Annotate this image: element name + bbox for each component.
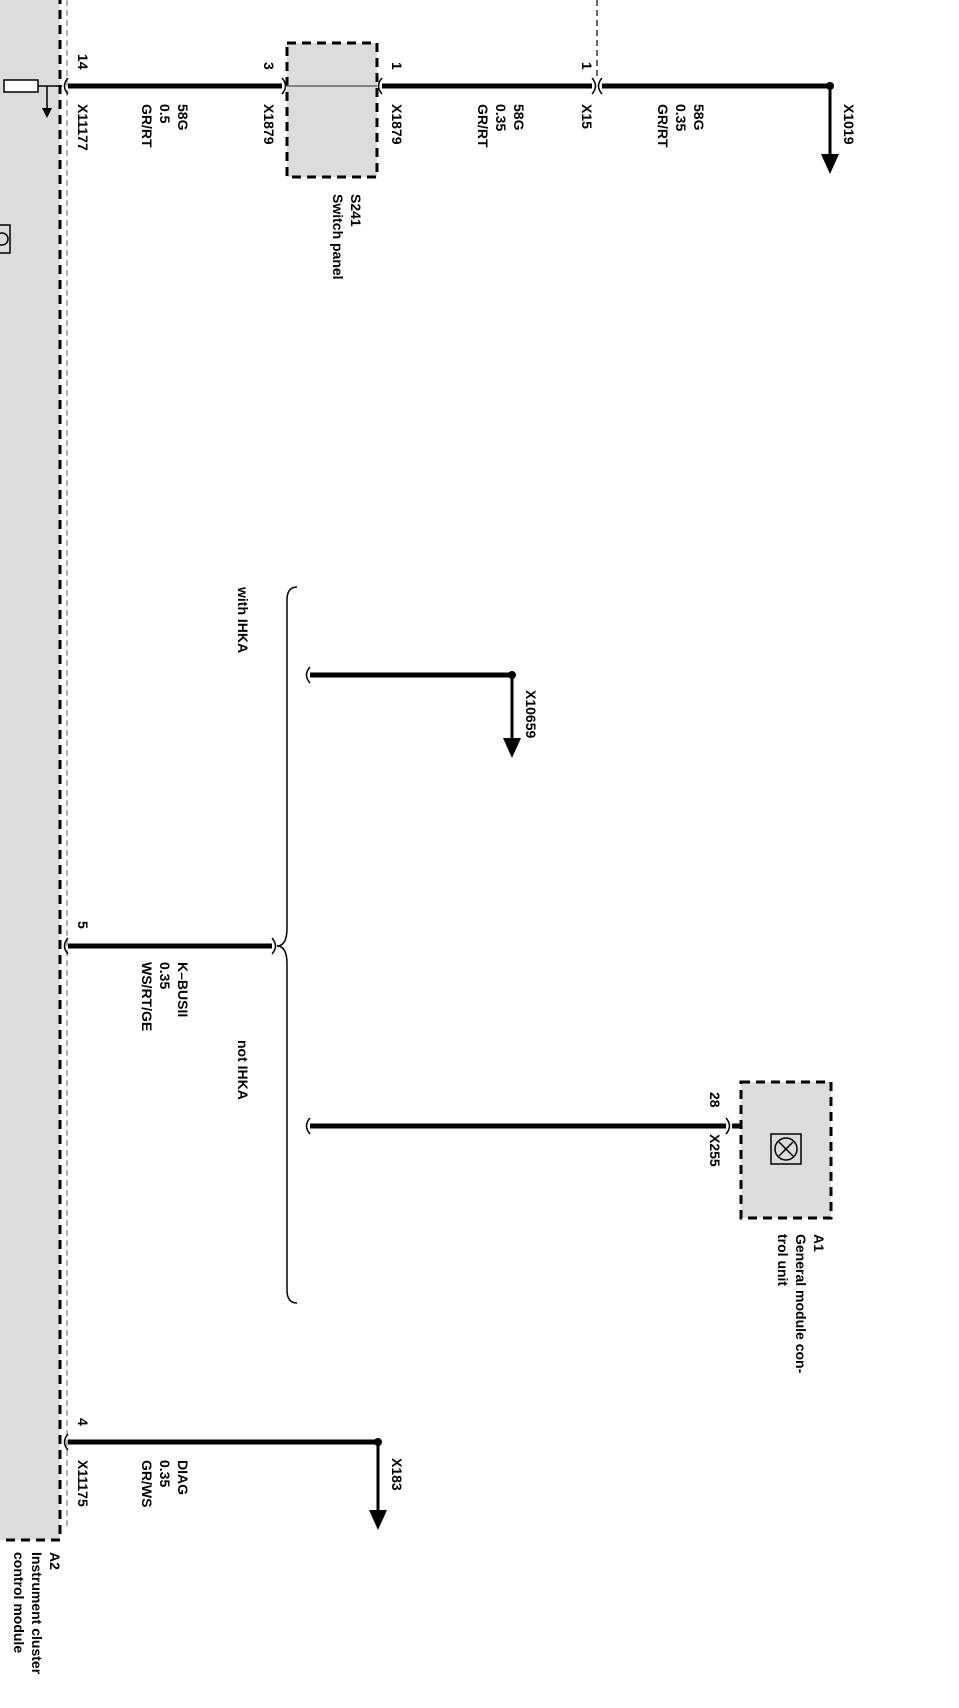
- x1019-arrow-head: [821, 154, 839, 174]
- wire-label-w1: 58G 0.5 GR/RT: [139, 104, 191, 148]
- connector-hook-s241-1: [377, 77, 383, 95]
- svg-text:Switch panel: Switch panel: [330, 194, 346, 280]
- svg-text:General module con-: General module con-: [793, 1234, 809, 1374]
- connector-hook-a2-4: [63, 1433, 69, 1451]
- pin-s241-3: 3: [261, 62, 277, 70]
- a2-instrument-cluster-box: [0, 0, 62, 1542]
- label-x1879-left: X1879: [261, 104, 277, 145]
- option-with-ihka: with IHKA: [235, 586, 251, 653]
- svg-text:S241: S241: [348, 194, 364, 227]
- svg-text:58G: 58G: [511, 104, 527, 131]
- label-x11177: X11177: [75, 104, 91, 151]
- label-x10659: X10659: [523, 690, 539, 738]
- svg-text:0.35: 0.35: [157, 1460, 173, 1487]
- svg-text:Instrument cluster: Instrument cluster: [29, 1552, 45, 1675]
- label-x183: X183: [389, 1458, 405, 1491]
- svg-text:0.5: 0.5: [157, 104, 173, 124]
- x10659-arrow-head: [503, 738, 521, 758]
- label-x255: X255: [707, 1134, 723, 1167]
- connector-hook-s241-3: [281, 77, 287, 95]
- svg-text:A2: A2: [47, 1552, 63, 1570]
- a2-label: A2 Instrument cluster control module: [11, 1552, 63, 1675]
- wire-label-w4: K–BUSII 0.35 WS/RT/GE: [139, 962, 191, 1031]
- svg-text:0.35: 0.35: [157, 962, 173, 989]
- label-x1019: X1019: [841, 104, 857, 145]
- connector-hook-x15-left: [591, 77, 597, 95]
- pin-x15-1: 1: [579, 62, 595, 70]
- wire-label-w5: DIAG 0.35 GR/WS: [139, 1460, 191, 1507]
- svg-text:DIAG: DIAG: [175, 1460, 191, 1495]
- svg-text:trol unit: trol unit: [775, 1234, 791, 1286]
- a1-device-icon: [770, 1133, 802, 1165]
- connector-hook-a2-14: [63, 77, 69, 95]
- svg-text:GR/RT: GR/RT: [655, 104, 671, 148]
- svg-text:GR/RT: GR/RT: [139, 104, 155, 148]
- option-not-ihka: not IHKA: [235, 1040, 251, 1100]
- x183-arrow-head: [369, 1510, 387, 1530]
- svg-text:K–BUSII: K–BUSII: [175, 962, 191, 1017]
- connector-hook-x15-right: [597, 77, 603, 95]
- connector-hook-not-ihka: [305, 1117, 311, 1135]
- connector-hook-with-ihka: [305, 666, 311, 684]
- pin-a1-28: 28: [707, 1092, 723, 1108]
- pin-s241-1: 1: [389, 62, 405, 70]
- label-x11175: X11175: [75, 1460, 91, 1507]
- wire-label-w3: 58G 0.35 GR/RT: [655, 104, 707, 148]
- svg-text:0.35: 0.35: [673, 104, 689, 131]
- pin-a2-4: 4: [75, 1418, 91, 1426]
- svg-text:GR/RT: GR/RT: [475, 104, 491, 148]
- s241-switch-panel-box: [285, 41, 379, 179]
- label-x1879-right: X1879: [389, 104, 405, 145]
- label-x15: X15: [579, 104, 595, 129]
- svg-text:58G: 58G: [691, 104, 707, 131]
- connector-hook-a1-28: [725, 1117, 731, 1135]
- connector-hook-kbus-split: [271, 937, 277, 955]
- ground-symbol: [3, 79, 62, 118]
- a2-device-icon: [0, 224, 11, 254]
- svg-text:0.35: 0.35: [493, 104, 509, 131]
- pin-a2-5: 5: [75, 921, 91, 929]
- pin-a2-14: 14: [75, 54, 91, 70]
- s241-label: S241 Switch panel: [330, 194, 364, 280]
- wire-label-w2: 58G 0.35 GR/RT: [475, 104, 527, 148]
- svg-text:GR/WS: GR/WS: [139, 1460, 155, 1507]
- a1-label: A1 General module con- trol unit: [775, 1234, 827, 1374]
- svg-text:58G: 58G: [175, 104, 191, 131]
- connector-hook-a2-5: [63, 937, 69, 955]
- svg-text:WS/RT/GE: WS/RT/GE: [139, 962, 155, 1031]
- svg-text:A1: A1: [811, 1234, 827, 1252]
- svg-text:control module: control module: [11, 1552, 27, 1653]
- option-brace: [276, 586, 298, 1304]
